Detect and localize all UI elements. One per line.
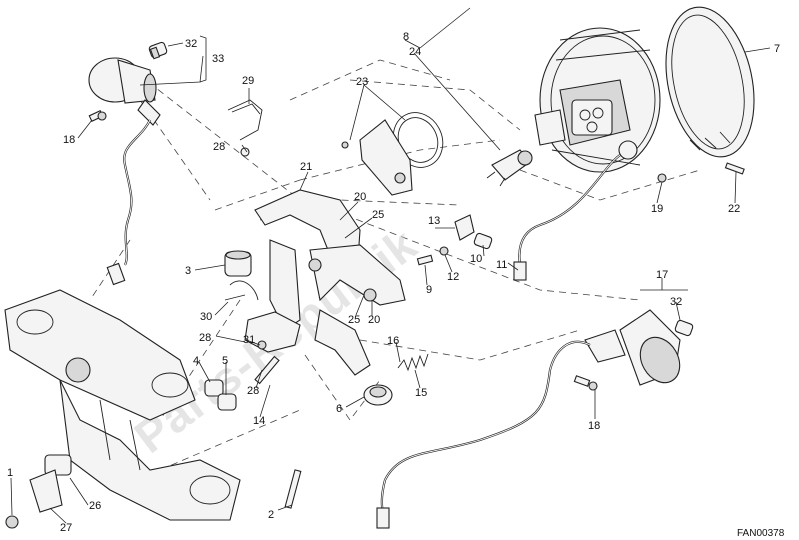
- spacers-left: [204, 355, 280, 411]
- callout-labels: 32 33 18 29 28 8 23 24 7 21 20 25 3 13 1…: [7, 31, 780, 534]
- callout-14: 14: [253, 415, 265, 427]
- headlight-bulb: [486, 149, 533, 187]
- indicator-bulb-upper: [148, 41, 168, 60]
- callout-13: 13: [428, 215, 440, 227]
- callout-21: 21: [300, 161, 312, 173]
- callout-24: 24: [409, 46, 421, 58]
- callout-26: 26: [89, 500, 101, 512]
- long-bolt-2: [284, 469, 302, 509]
- callout-18b: 18: [588, 420, 600, 432]
- headlight-bracket: [254, 189, 406, 376]
- small-fasteners-center: [416, 214, 493, 266]
- callout-15: 15: [415, 387, 427, 399]
- grommet-6: [363, 384, 393, 406]
- headlight-trim-ring: [665, 6, 755, 158]
- callout-22: 22: [728, 203, 740, 215]
- wire-clip-29: [227, 99, 263, 157]
- ignition-switch: [5, 454, 72, 529]
- callout-19: 19: [651, 203, 663, 215]
- callout-25b: 25: [348, 314, 360, 326]
- callout-4: 4: [193, 355, 199, 367]
- callout-30: 30: [200, 311, 212, 323]
- callout-23: 23: [356, 76, 368, 88]
- rear-cover-plate: [341, 119, 413, 196]
- headlight-screws: [657, 162, 745, 183]
- callout-3: 3: [185, 265, 191, 277]
- callout-31: 31: [243, 334, 255, 346]
- callout-27: 27: [60, 522, 72, 534]
- callout-32b: 32: [670, 296, 682, 308]
- callout-9: 9: [426, 284, 432, 296]
- rubber-damper: [224, 250, 259, 301]
- callout-16: 16: [387, 335, 399, 347]
- callout-5: 5: [222, 355, 228, 367]
- callout-7: 7: [774, 43, 780, 55]
- callout-29: 29: [242, 75, 254, 87]
- callout-33: 33: [212, 53, 224, 65]
- bracket-plate-31: [244, 311, 301, 353]
- callout-10: 10: [470, 253, 482, 265]
- triple-clamp: [4, 289, 241, 521]
- callout-28b: 28: [199, 332, 211, 344]
- spring-16: [397, 353, 429, 372]
- callout-20a: 20: [354, 191, 366, 203]
- indicator-bulb-lower: [674, 319, 694, 337]
- callout-32a: 32: [185, 38, 197, 50]
- callout-12: 12: [447, 271, 459, 283]
- callout-2: 2: [268, 509, 274, 521]
- callout-20b: 20: [368, 314, 380, 326]
- callout-11: 11: [496, 259, 507, 271]
- leader-lines: [10, 7, 771, 524]
- indicator-screw-upper: [88, 110, 107, 122]
- headlight-assembly: [534, 27, 661, 173]
- callout-17: 17: [656, 269, 668, 281]
- front-indicator-right: [376, 309, 681, 529]
- callout-25a: 25: [372, 209, 384, 221]
- front-indicator-left: [88, 57, 161, 286]
- drawing-code: FAN00378: [737, 528, 785, 539]
- indicator-screw-lower: [573, 375, 598, 391]
- callout-8: 8: [403, 31, 409, 43]
- callout-1: 1: [7, 467, 13, 479]
- callout-28c: 28: [247, 385, 259, 397]
- callout-18a: 18: [63, 134, 75, 146]
- headlight-wire-harness: [513, 154, 621, 281]
- callout-28a: 28: [213, 141, 225, 153]
- callout-6: 6: [336, 403, 342, 415]
